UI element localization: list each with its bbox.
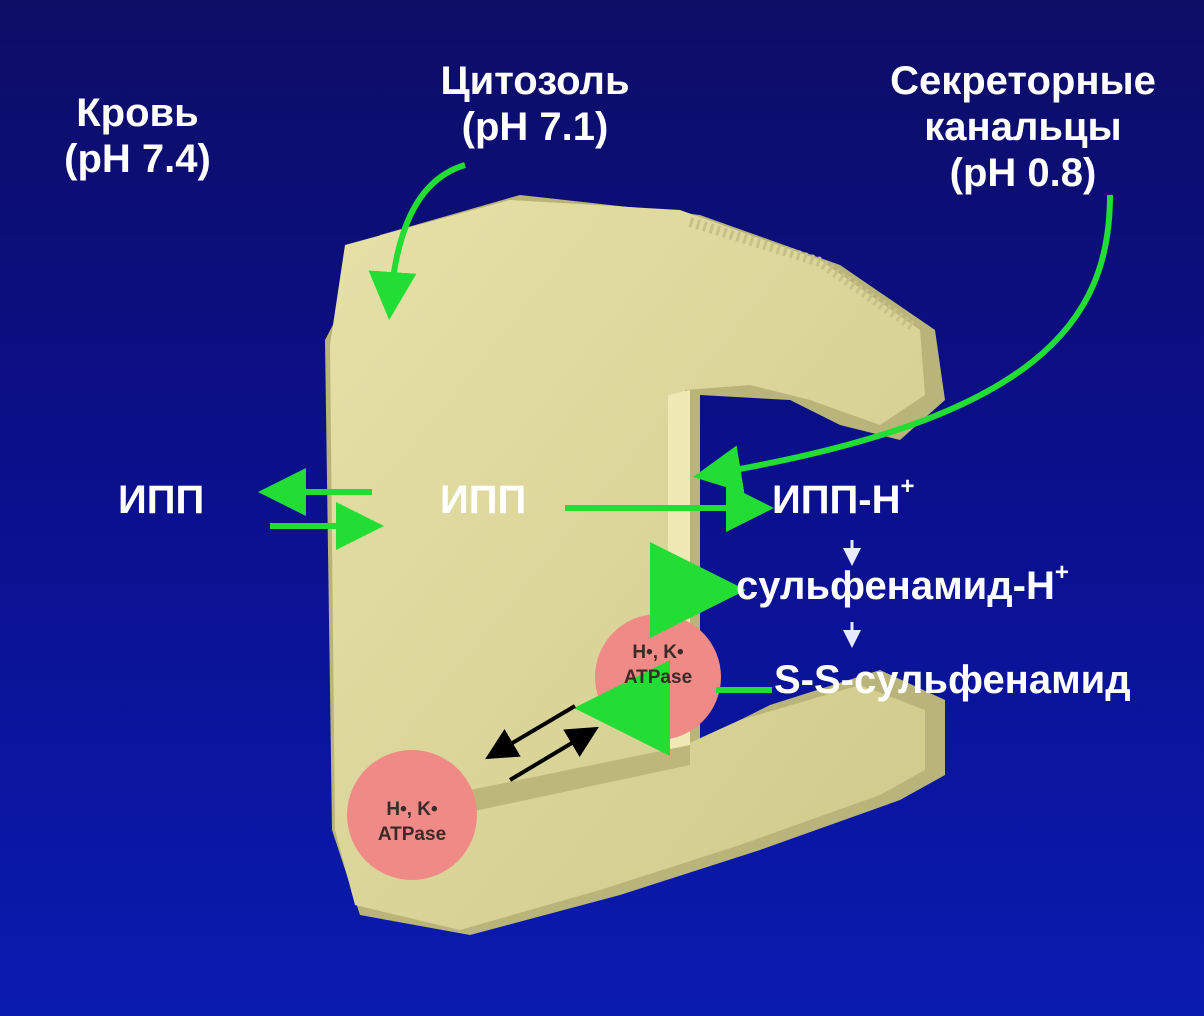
canaliculi-label-name-1: Секреторные: [858, 58, 1188, 104]
enzyme-top-label: H•, K• ATPase: [598, 641, 718, 690]
ipp-blood-label: ИПП: [118, 477, 204, 523]
canaliculi-label-name-2: канальцы: [858, 104, 1188, 150]
cytosol-label-ph: (pH 7.1): [410, 104, 660, 150]
sulfenamide-h-sup: +: [1055, 559, 1069, 586]
enzyme-bottom-label: H•, K• ATPase: [352, 798, 472, 847]
ipp-h-sup: +: [900, 473, 914, 500]
canaliculi-label: Секреторные канальцы (pH 0.8): [858, 58, 1188, 196]
cytosol-label: Цитозоль (pH 7.1): [410, 58, 660, 150]
ss-sulfenamide-label: S-S-сульфенамид: [774, 657, 1131, 703]
canaliculi-label-ph: (pH 0.8): [858, 150, 1188, 196]
enzyme-bottom-name: ATPase: [352, 823, 472, 848]
cytosol-label-name: Цитозоль: [410, 58, 660, 104]
sulfenamide-h-text: сульфенамид-Н: [736, 564, 1055, 608]
ipp-h-text: ИПП-Н: [772, 478, 900, 522]
enzyme-top-ions: H•, K•: [598, 641, 718, 666]
enzyme-top-name: ATPase: [598, 666, 718, 691]
ipp-cytosol-label: ИПП: [440, 477, 526, 523]
enzyme-bottom-ions: H•, K•: [352, 798, 472, 823]
sulfenamide-h-label: сульфенамид-Н+: [736, 563, 1069, 609]
ipp-h-label: ИПП-Н+: [772, 477, 914, 523]
blood-label: Кровь (pH 7.4): [40, 90, 235, 182]
blood-label-ph: (pH 7.4): [40, 136, 235, 182]
blood-label-name: Кровь: [40, 90, 235, 136]
